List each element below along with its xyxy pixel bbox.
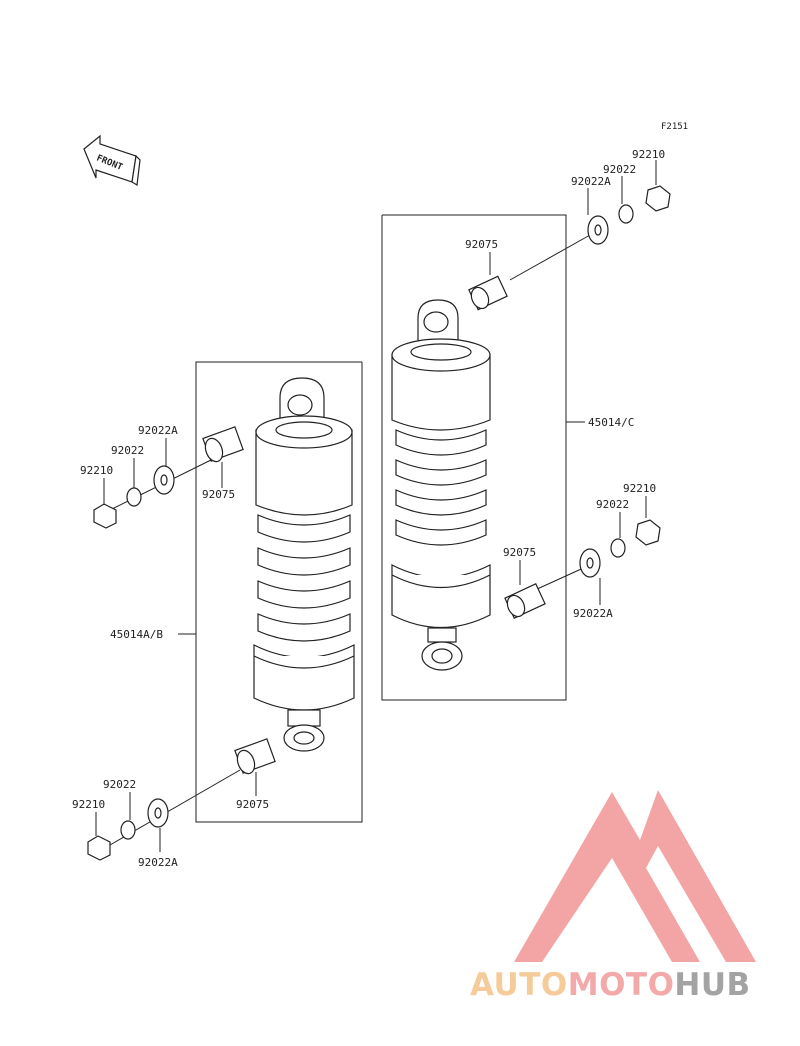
right-top-bushing: [468, 275, 508, 311]
left-shock-assembly: 45014A/B 92075: [72, 361, 363, 869]
right-bottom-washer-icon: [610, 538, 626, 558]
left-top-nut-label: 92210: [80, 464, 113, 477]
right-bottom-bushing-label: 92075: [503, 546, 536, 559]
right-shock-absorber: [391, 299, 491, 671]
logo-word-moto: MOTO: [568, 967, 675, 1003]
right-assembly-label: 45014/C: [588, 416, 634, 429]
left-top-washer-a-label: 92022A: [138, 424, 178, 437]
right-top-washer-label: 92022: [603, 163, 636, 176]
right-bottom-washer-label: 92022: [596, 498, 629, 511]
right-bottom-washer-a-label: 92022A: [573, 607, 613, 620]
left-bottom-nut-icon: [87, 835, 111, 861]
left-top-nut-icon: [93, 503, 117, 529]
left-shock-absorber: [253, 377, 355, 752]
left-top-washer-label: 92022: [111, 444, 144, 457]
right-bottom-nut-icon: [635, 519, 661, 546]
logo-word-hub: HUB: [674, 967, 750, 1003]
front-arrow-icon: FRONT: [83, 134, 141, 186]
right-top-washer-icon: [618, 204, 634, 224]
left-bottom-bushing-label: 92075: [236, 798, 269, 811]
right-top-bushing-label: 92075: [465, 238, 498, 251]
automotohub-logo: AUTOMOTOHUB: [470, 790, 756, 1003]
logo-word-auto: AUTO: [470, 967, 568, 1003]
left-bottom-nut-label: 92210: [72, 798, 105, 811]
left-bottom-washer-a-label: 92022A: [138, 856, 178, 869]
right-bottom-nut-label: 92210: [623, 482, 656, 495]
left-bottom-washer-icon: [120, 820, 136, 840]
left-top-washer-icon: [126, 487, 142, 507]
right-top-nut-label: 92210: [632, 148, 665, 161]
left-top-bushing: [202, 426, 244, 463]
left-bottom-bushing: [234, 738, 276, 775]
right-top-nut-icon: [645, 185, 671, 212]
right-shock-assembly: 45014/C 9207: [381, 148, 671, 701]
svg-text:AUTOMOTOHUB: AUTOMOTOHUB: [470, 967, 751, 1003]
right-top-washer-a-label: 92022A: [571, 175, 611, 188]
diagram-ref-code: F2151: [661, 122, 688, 132]
left-assembly-label: 45014A/B: [110, 628, 163, 641]
logo-mark-icon: [514, 790, 756, 962]
right-bottom-bushing: [504, 583, 546, 619]
left-top-bushing-label: 92075: [202, 488, 235, 501]
left-bottom-washer-label: 92022: [103, 778, 136, 791]
